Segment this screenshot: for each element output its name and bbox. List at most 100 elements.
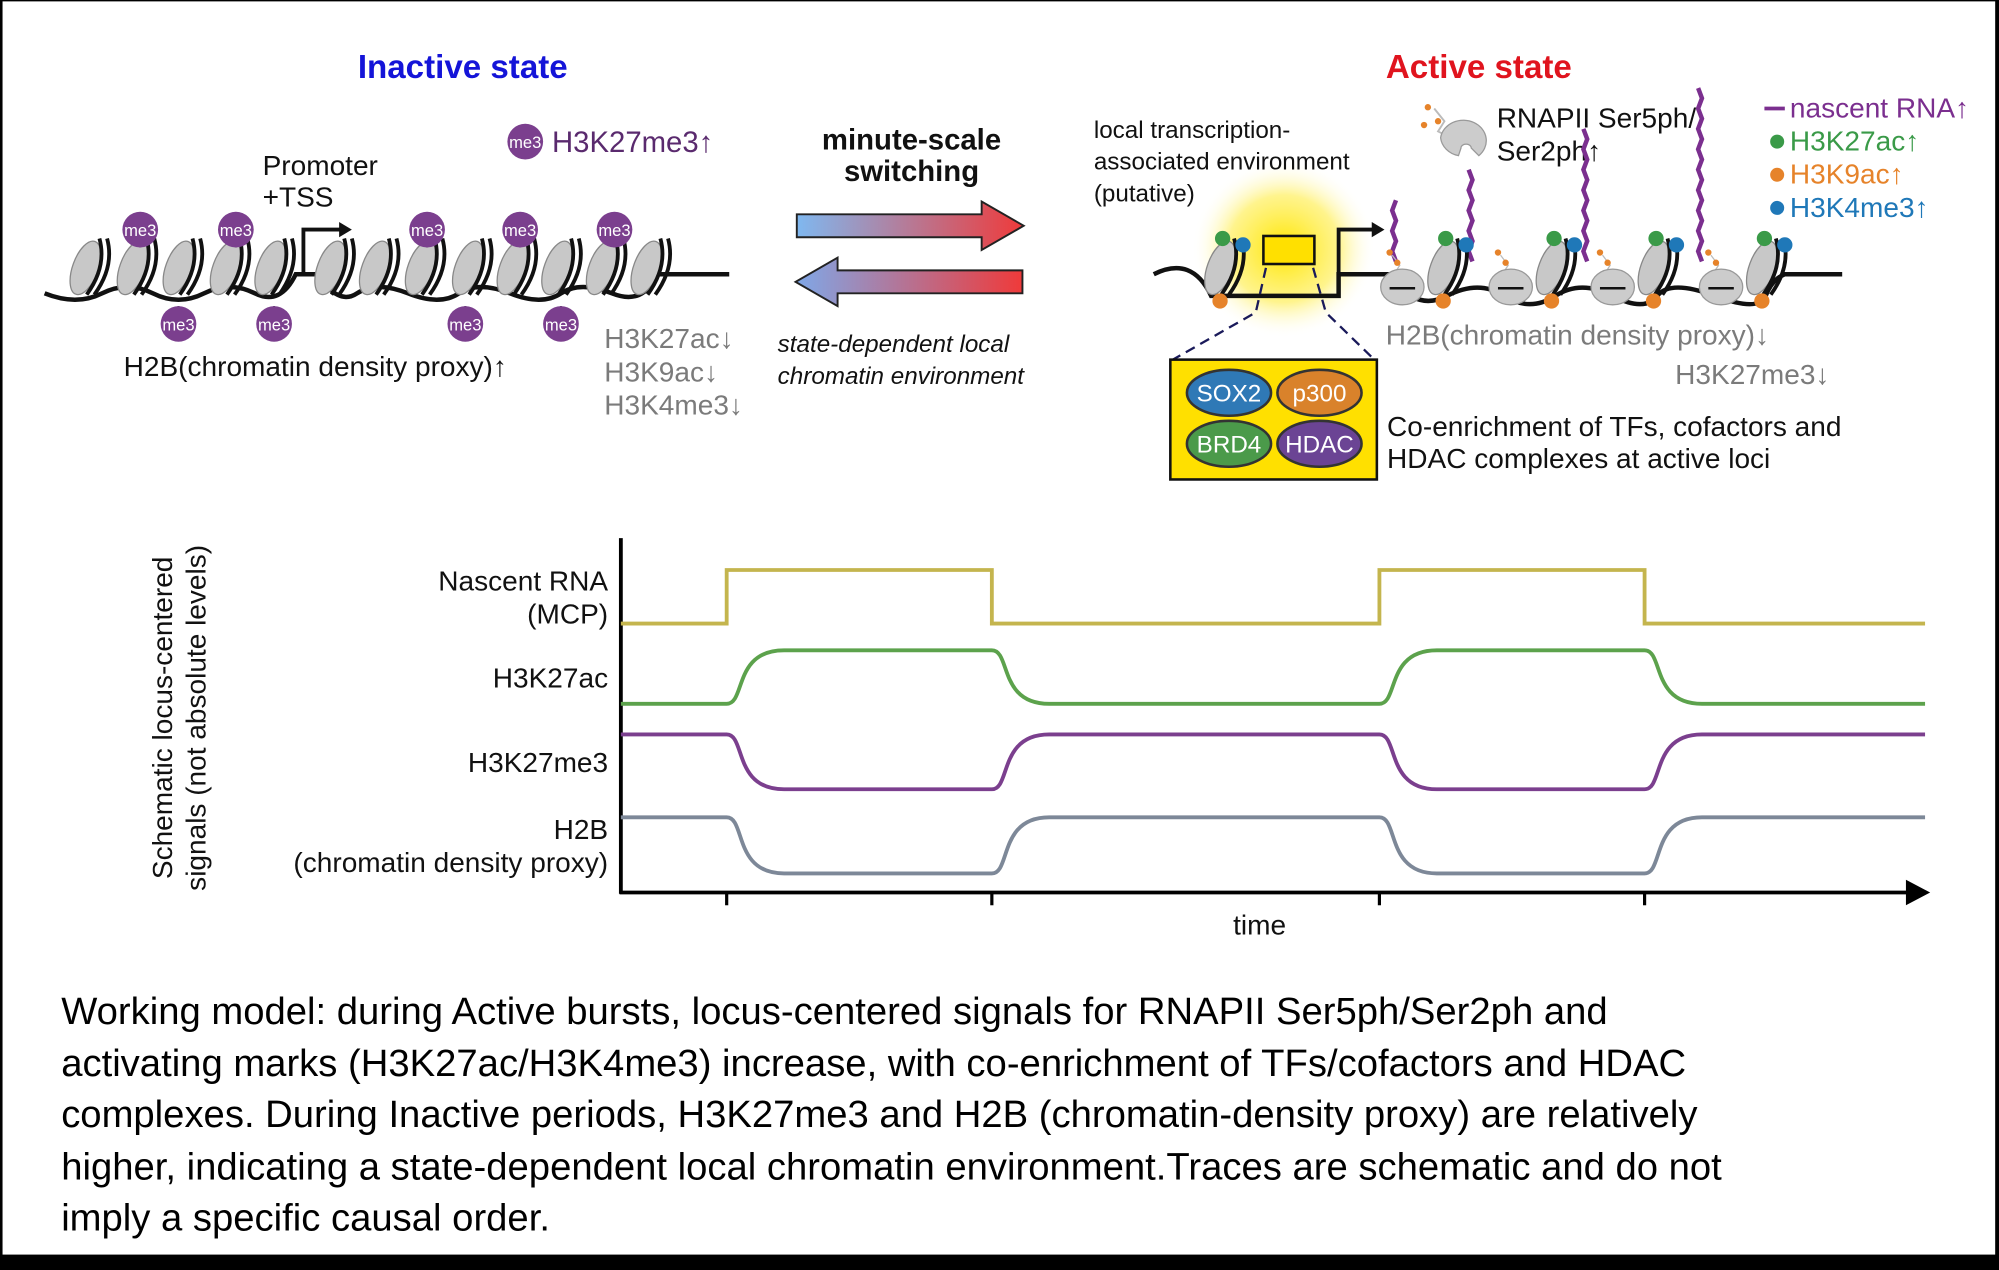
h3k27ac-mark-icon bbox=[1756, 230, 1773, 247]
nascent-rna bbox=[1695, 87, 1705, 263]
x-axis-arrow-icon bbox=[1905, 879, 1931, 906]
h3k9ac-mark-icon bbox=[1543, 293, 1560, 309]
h3k9ac-mark-icon bbox=[1754, 293, 1770, 309]
dna-wrap bbox=[85, 238, 112, 296]
inactive-title: Inactive state bbox=[358, 49, 568, 86]
me3-mark-label: me3 bbox=[449, 315, 481, 334]
mark-legend-dot-icon bbox=[1770, 200, 1785, 215]
factor-p300-oval bbox=[1276, 368, 1363, 417]
me3-mark-icon bbox=[447, 306, 484, 342]
h3k9ac-down-label: H3K9ac↓ bbox=[604, 356, 718, 387]
rnapii-icon bbox=[1380, 268, 1425, 306]
factor-label: BRD4 bbox=[1197, 432, 1262, 459]
arrow-right-icon bbox=[795, 199, 1026, 252]
active-legend: nascent RNA↑H3K27ac↑H3K9ac↑H3K4me3↑ bbox=[1764, 92, 1969, 223]
y-axis-label-1: Schematic locus-centered bbox=[147, 557, 178, 880]
trace-label: H2B bbox=[554, 814, 609, 845]
me3-mark-label: me3 bbox=[411, 221, 443, 240]
x-axis-label: time bbox=[1233, 910, 1286, 941]
h3k27ac-mark-icon bbox=[1648, 230, 1664, 247]
me3-legend-icon bbox=[507, 123, 544, 160]
me3-mark-label: me3 bbox=[598, 221, 630, 240]
rnapii-icon bbox=[1590, 268, 1636, 306]
environment-label-3: (putative) bbox=[1094, 181, 1195, 208]
me3-legend-label: H3K27me3↑ bbox=[552, 126, 713, 159]
environment-label-2: associated environment bbox=[1094, 149, 1350, 176]
h3k4me3-mark-icon bbox=[1668, 237, 1685, 253]
signal-traces-chart: Schematic locus-centered signals (not ab… bbox=[147, 538, 1931, 941]
phospho-dot bbox=[1712, 259, 1720, 266]
me3-mark-icon bbox=[543, 306, 579, 342]
enhancer-box bbox=[1262, 234, 1316, 266]
switching-title-1: minute-scale bbox=[822, 123, 1001, 156]
caption-line-1: Working model: during Active bursts, loc… bbox=[61, 990, 1607, 1033]
me3-mark-icon bbox=[160, 306, 197, 342]
h3k27ac-mark-icon bbox=[1438, 230, 1454, 247]
phospho-dot bbox=[1494, 249, 1502, 256]
tss-arrow-icon bbox=[301, 227, 342, 275]
tss-label: +TSS bbox=[263, 182, 334, 213]
factor-hdac-oval bbox=[1276, 419, 1363, 468]
tss-arrow-icon bbox=[1336, 227, 1375, 275]
phospho-dot bbox=[1502, 259, 1509, 266]
dna-wrap bbox=[646, 238, 673, 296]
phospho-dot bbox=[1394, 259, 1401, 266]
dna-wrap bbox=[556, 238, 583, 296]
h3k9ac-mark-icon bbox=[1435, 293, 1451, 309]
rnapii-icon bbox=[1698, 268, 1744, 306]
active-h2b-label: H2B(chromatin density proxy)↓ bbox=[1386, 319, 1769, 350]
switching-arrows: minute-scale switching state-dependent l… bbox=[778, 123, 1026, 390]
legend-label: nascent RNA↑ bbox=[1790, 92, 1969, 123]
h3k9ac-mark-icon bbox=[1645, 293, 1662, 309]
caption-line-3: complexes. During Inactive periods, H3K2… bbox=[61, 1093, 1698, 1136]
trace-label: (chromatin density proxy) bbox=[293, 847, 608, 878]
mark-legend-dot-icon bbox=[1770, 134, 1785, 149]
caption-line-5: imply a specific causal order. bbox=[61, 1196, 550, 1239]
h3k4me3-mark-icon bbox=[1566, 237, 1583, 253]
h3k27ac-mark-icon bbox=[1546, 230, 1562, 247]
y-axis-label-2: signals (not absolute levels) bbox=[180, 545, 211, 891]
me3-mark-icon bbox=[409, 211, 445, 248]
dna-wrap bbox=[329, 238, 356, 296]
trace-label: H3K27me3 bbox=[468, 747, 608, 778]
rnapii-icon bbox=[1488, 268, 1534, 306]
me3-legend-icon-label: me3 bbox=[509, 133, 541, 152]
zoom-lines bbox=[1172, 267, 1376, 361]
inactive-panel: Inactive state me3 H3K27me3↑ Promoter +T… bbox=[43, 49, 743, 420]
me3-mark-label: me3 bbox=[162, 315, 194, 334]
phospho-dot bbox=[1705, 249, 1712, 256]
me3-mark-icon bbox=[502, 211, 538, 248]
h3k27ac-down-label: H3K27ac↓ bbox=[604, 323, 733, 354]
h3k4me3-mark-icon bbox=[1235, 237, 1251, 253]
legend-label: H3K4me3↑ bbox=[1790, 192, 1929, 223]
switching-title-2: switching bbox=[844, 155, 979, 188]
coenrichment-label-1: Co-enrichment of TFs, cofactors and bbox=[1387, 411, 1841, 442]
factor-sox2-oval bbox=[1185, 368, 1273, 417]
coenrichment-label-2: HDAC complexes at active loci bbox=[1387, 443, 1770, 474]
me3-mark-icon bbox=[218, 211, 254, 248]
trace-label: Nascent RNA bbox=[438, 565, 608, 596]
me3-mark-icon bbox=[596, 211, 633, 248]
dna-wrap bbox=[374, 238, 401, 296]
me3-mark-label: me3 bbox=[124, 221, 156, 240]
arrow-left-icon bbox=[793, 255, 1024, 308]
switching-subtitle-2: chromatin environment bbox=[778, 363, 1026, 390]
factor-label: SOX2 bbox=[1197, 381, 1262, 408]
tss-arrowhead-icon bbox=[339, 221, 352, 238]
h3k4me3-mark-icon bbox=[1777, 237, 1793, 253]
h3k4me3-mark-icon bbox=[1458, 237, 1474, 253]
factor-brd4-oval bbox=[1185, 419, 1273, 468]
active-title: Active state bbox=[1386, 49, 1572, 86]
factor-label: p300 bbox=[1293, 381, 1347, 408]
promoter-label: Promoter bbox=[263, 150, 378, 181]
rnapii-label-1: RNAPII Ser5ph/ bbox=[1497, 103, 1697, 134]
h3k4me3-down-label: H3K4me3↓ bbox=[604, 389, 743, 420]
me3-mark-label: me3 bbox=[220, 221, 252, 240]
h3k27ac-mark-icon bbox=[1214, 230, 1231, 247]
trace-label: (MCP) bbox=[527, 599, 608, 630]
caption: Working model: during Active bursts, loc… bbox=[61, 990, 1722, 1240]
